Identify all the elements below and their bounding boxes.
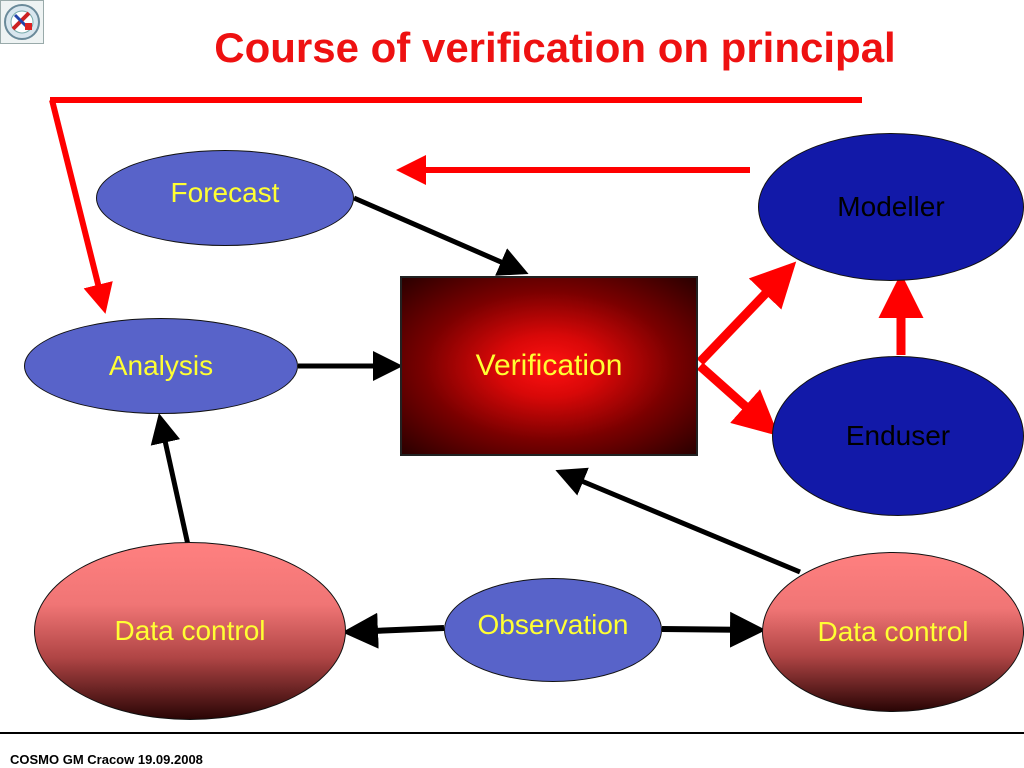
data-control-left-node: Data control: [34, 542, 346, 720]
arrow-verification-to-enduser: [697, 362, 779, 436]
footer-divider: [0, 732, 1024, 734]
observation-node: Observation: [444, 578, 662, 682]
analysis-node: Analysis: [24, 318, 298, 414]
enduser-node: Enduser: [772, 356, 1024, 516]
forecast-node: Forecast: [96, 150, 354, 246]
enduser-label: Enduser: [845, 420, 951, 451]
data-control-right-node: Data control: [762, 552, 1024, 712]
footer-text: COSMO GM Cracow 19.09.2008: [10, 752, 203, 767]
modeller-node: Modeller: [758, 133, 1024, 281]
arrow-datacontrol-to-analysis: [150, 413, 191, 546]
arrow-verification-to-modeller: [696, 261, 797, 366]
cosmo-logo-icon: [0, 0, 44, 44]
arrow-observation-to-datacontrol-right: [661, 611, 766, 648]
verification-label: Verification: [475, 349, 623, 382]
feedback-arrow-to-analysis: [49, 99, 113, 314]
data-control-right-label: Data control: [817, 616, 969, 647]
verification-node: Verification: [400, 276, 698, 456]
arrow-forecast-to-verification: [353, 195, 529, 276]
forecast-label: Forecast: [170, 177, 280, 208]
modeller-label: Modeller: [837, 191, 945, 222]
page-title: Course of verification on principal: [214, 24, 896, 71]
arrow-observation-to-datacontrol-left: [342, 612, 445, 649]
analysis-label: Analysis: [108, 350, 214, 381]
observation-label: Observation: [477, 609, 629, 640]
data-control-left-label: Data control: [114, 615, 266, 646]
arrow-datacontrol-right-to-verification: [555, 467, 801, 575]
